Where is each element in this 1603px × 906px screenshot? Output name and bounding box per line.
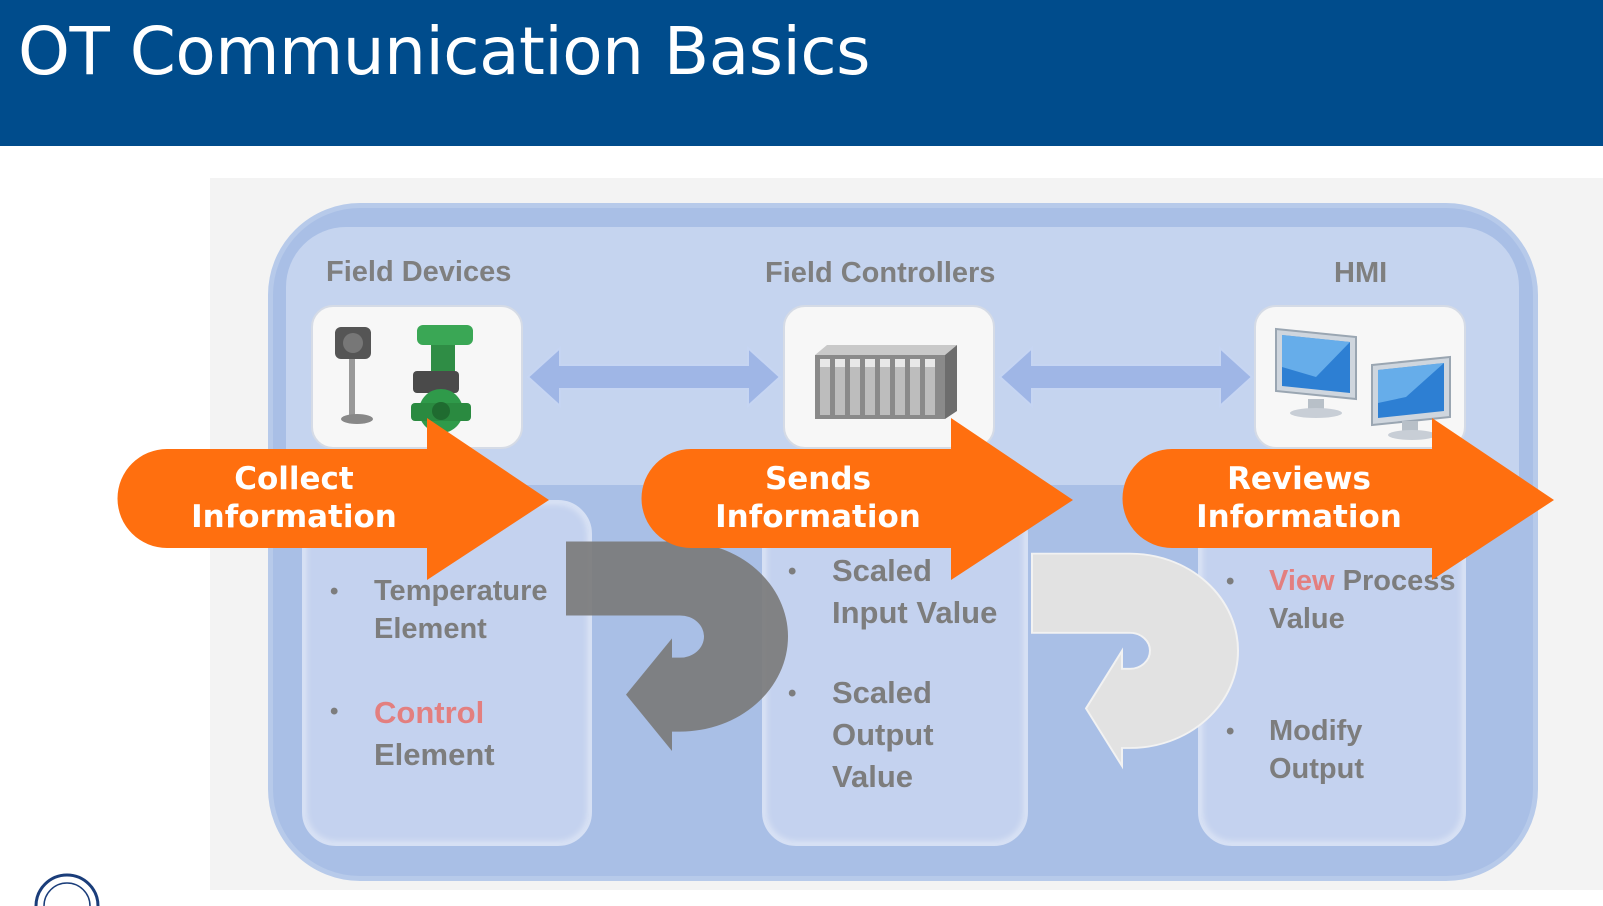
return-arrow-light bbox=[1031, 552, 1239, 770]
slide-header: OT Communication Basics bbox=[0, 0, 1603, 146]
column-label-field-devices: Field Devices bbox=[326, 256, 512, 288]
bullet-dot: • bbox=[788, 558, 797, 585]
bidirectional-arrow-1 bbox=[526, 345, 782, 409]
organization-seal-icon bbox=[34, 873, 100, 906]
monitor-icon bbox=[1275, 327, 1451, 440]
bullet-temperature-element: Temperature Element bbox=[374, 575, 548, 645]
flow-label-sends: Sends Information bbox=[715, 461, 921, 535]
hmi-card bbox=[1254, 305, 1466, 449]
valve-actuator-icon bbox=[335, 325, 473, 433]
slide-title: OT Communication Basics bbox=[18, 13, 871, 90]
return-arrow-dark bbox=[566, 541, 788, 751]
bullet-dot: • bbox=[330, 698, 339, 725]
flow-arrow-reviews bbox=[1122, 418, 1554, 580]
bullet-dot: • bbox=[330, 578, 339, 605]
field-controllers-card bbox=[783, 305, 995, 449]
flow-arrow-collect bbox=[117, 418, 549, 580]
hmi-details bbox=[1198, 500, 1466, 846]
bullet-scaled-input-value: Scaled Input Value bbox=[832, 553, 998, 630]
flow-label-collect: Collect Information bbox=[191, 461, 397, 535]
bullet-modify-output: Modify Output bbox=[1269, 715, 1365, 785]
highlight-word: View bbox=[1269, 565, 1335, 597]
bullet-view-process-value: View Process Value bbox=[1269, 565, 1456, 635]
field-devices-card bbox=[311, 305, 523, 449]
bullet-scaled-output-value: Scaled Output Value bbox=[832, 675, 934, 794]
bullet-dot: • bbox=[1226, 568, 1235, 595]
flow-label-reviews: Reviews Information bbox=[1196, 461, 1402, 535]
flow-arrow-sends bbox=[641, 418, 1073, 580]
bullet-control-element: Control Element bbox=[374, 695, 495, 772]
column-label-hmi: HMI bbox=[1334, 257, 1388, 289]
plc-rack-icon bbox=[815, 345, 957, 419]
bidirectional-arrow-2 bbox=[998, 345, 1254, 409]
bullet-dot: • bbox=[788, 680, 797, 707]
bullet-dot: • bbox=[1226, 718, 1235, 745]
column-label-field-controllers: Field Controllers bbox=[765, 257, 996, 289]
